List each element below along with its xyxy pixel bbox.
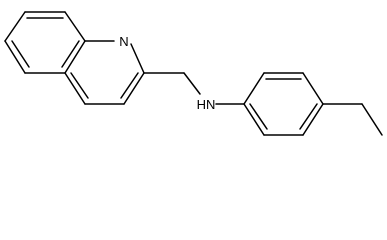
bond [70, 72, 89, 99]
bond [120, 72, 139, 99]
bond [183, 72, 201, 95]
bond [243, 72, 265, 105]
bond [64, 40, 86, 74]
bond [64, 11, 86, 42]
bonds [4, 11, 383, 136]
bond [4, 40, 26, 74]
bond [4, 11, 26, 42]
bond [302, 72, 324, 105]
nitrogen-label: N [119, 34, 128, 49]
amine-label: HN [197, 97, 216, 112]
bond [123, 72, 145, 105]
bond [11, 40, 30, 68]
bond [249, 103, 268, 130]
bond [130, 43, 145, 74]
atom-labels: N HN [119, 34, 215, 112]
bond [243, 103, 265, 136]
bond [64, 72, 86, 105]
molecule-diagram: N HN [4, 11, 383, 136]
bond [302, 103, 324, 136]
bond [299, 103, 318, 130]
bond [361, 103, 383, 136]
bond [61, 40, 80, 68]
